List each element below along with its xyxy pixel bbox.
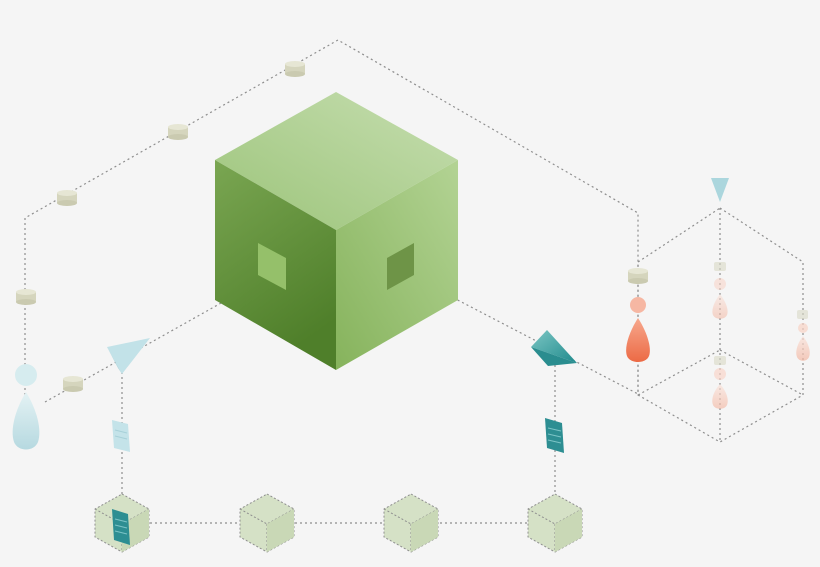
database-disk-icon: [797, 310, 808, 319]
database-disk-icon: [628, 268, 648, 284]
person-icon: [712, 368, 728, 409]
cube-left-window: [258, 243, 286, 290]
person-icon: [626, 297, 650, 362]
cube-right-window: [387, 243, 414, 290]
person-icon: [712, 278, 728, 319]
funnel-icon: [711, 178, 729, 202]
database-disk-icon: [285, 61, 305, 77]
database-disk-icon: [57, 190, 77, 206]
person-icon: [12, 364, 40, 450]
cube-top-face: [215, 92, 458, 230]
document-icon: [545, 418, 564, 453]
document-icon: [112, 420, 130, 452]
database-disk-icon: [16, 289, 36, 305]
database-disks: [16, 61, 648, 392]
small-cube-icon: [527, 493, 583, 553]
small-cube-icon: [239, 493, 295, 553]
camera-icon: [107, 338, 150, 374]
faint-disks: [714, 262, 808, 365]
person-icon: [796, 323, 810, 361]
large-cube-icon: [215, 92, 458, 370]
small-cube-icon: [383, 493, 439, 553]
database-disk-icon: [714, 356, 726, 365]
database-disk-icon: [168, 124, 188, 140]
camera-icon: [531, 330, 577, 366]
database-disk-icon: [63, 376, 83, 392]
small-cube-row: [94, 493, 583, 553]
document-icon: [112, 509, 130, 545]
database-disk-icon: [714, 262, 726, 271]
